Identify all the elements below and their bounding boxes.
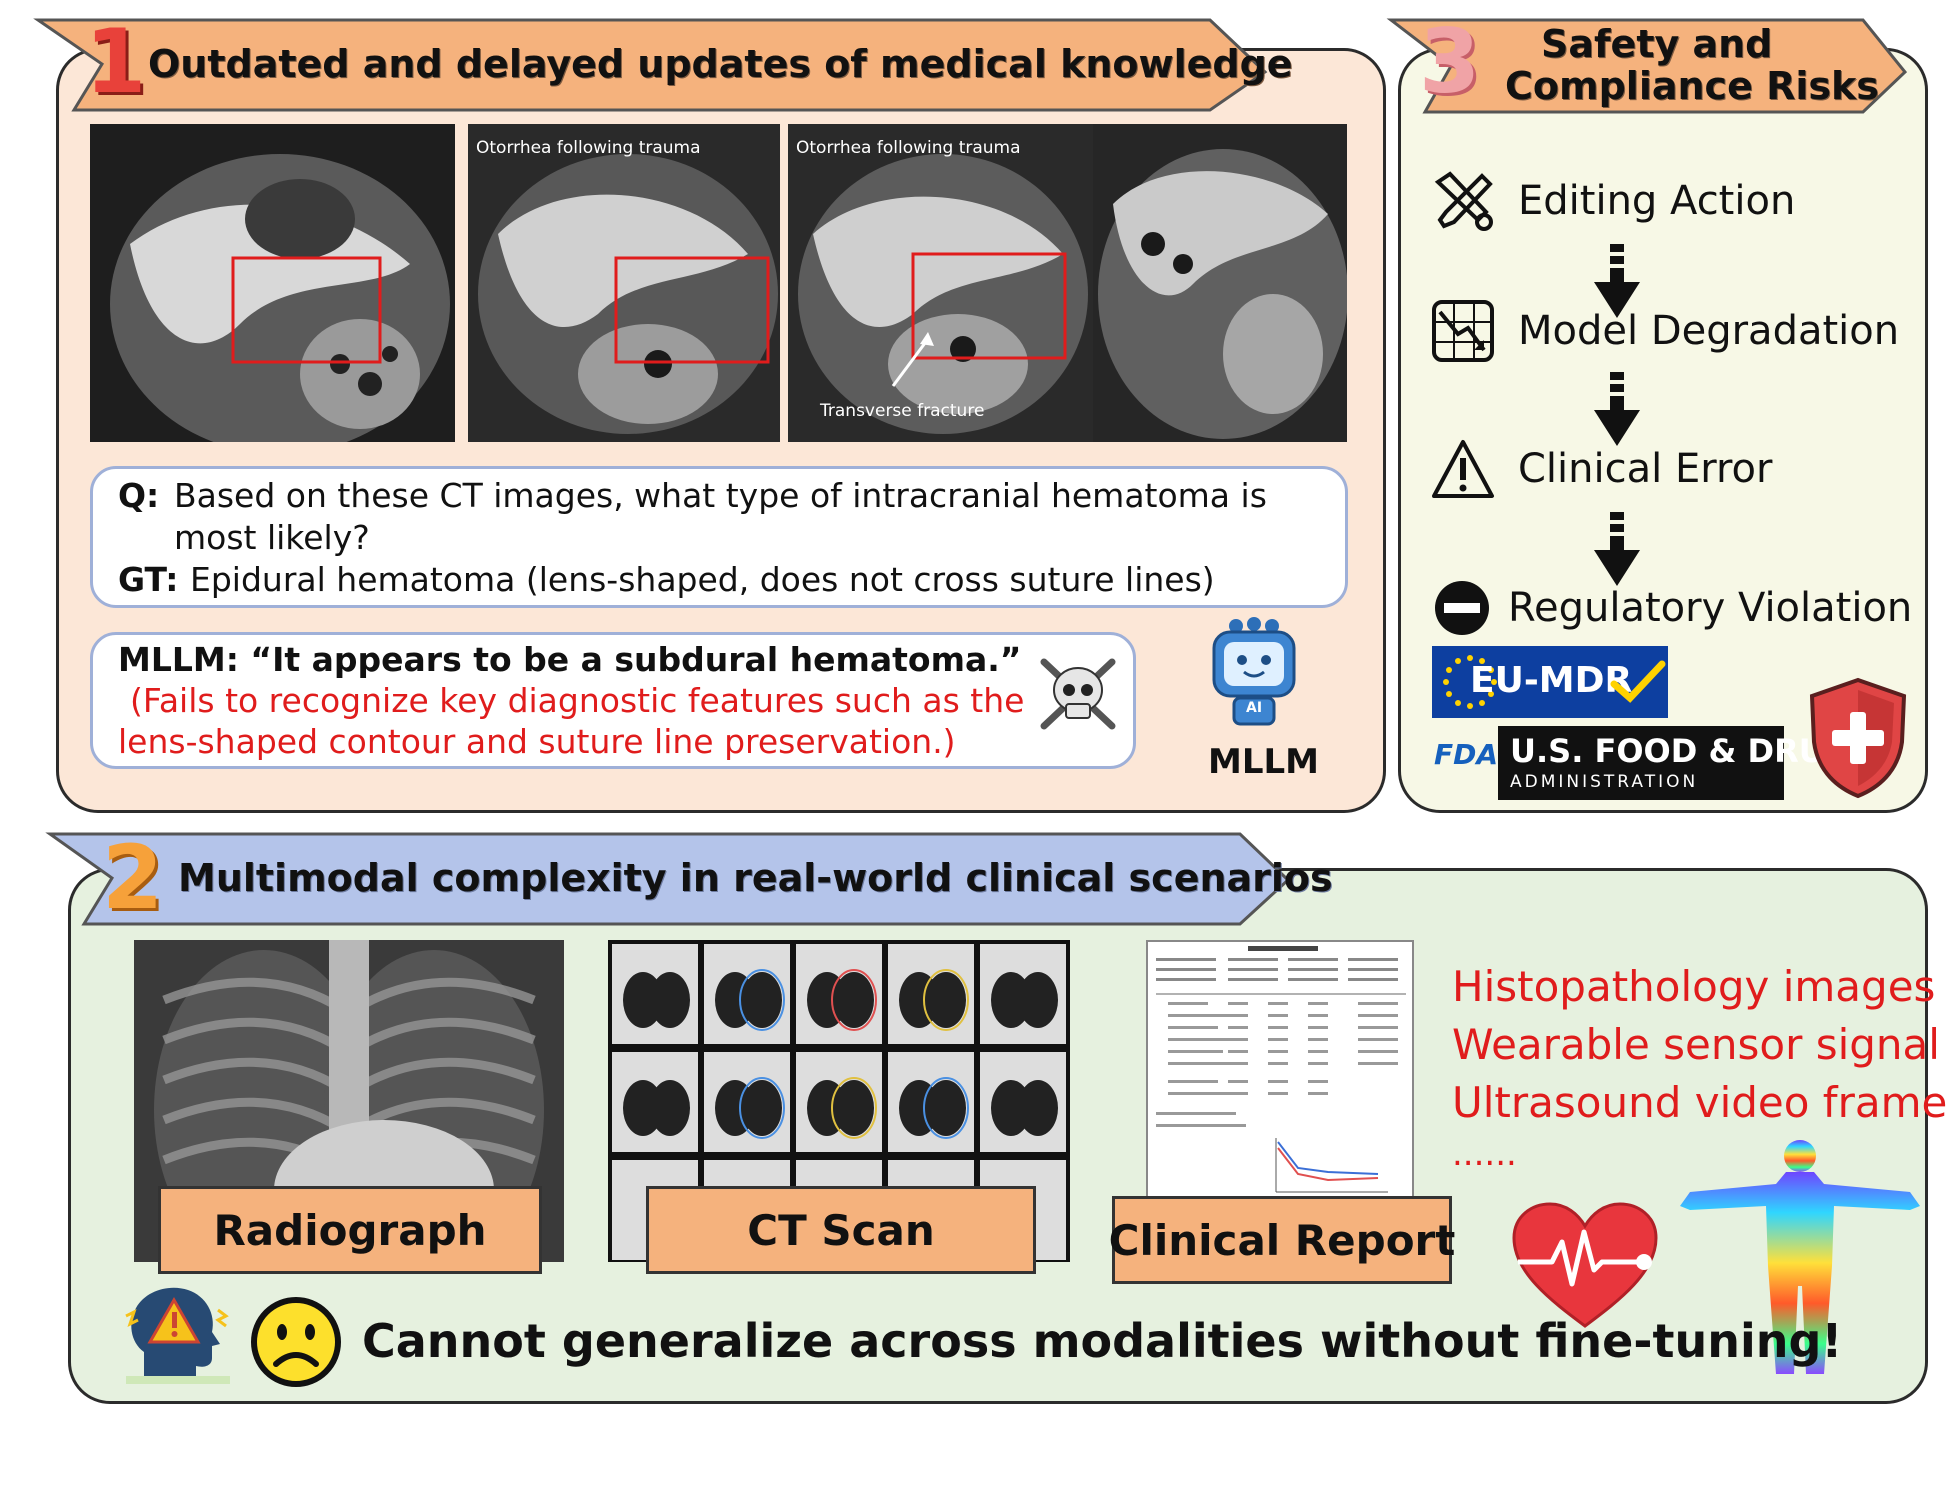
section3-banner: 3 Safety and Compliance Risks [1385,10,1910,118]
gt-text: Epidural hematoma (lens-shaped, does not… [190,560,1215,599]
eu-stars-icon [1443,655,1497,709]
flow-label-regulatory-violation: Regulatory Violation [1508,585,1913,631]
ct-image-4 [1093,124,1347,442]
ct-image-2-drawing [468,124,780,442]
mllm-answer: MLLM: “It appears to be a subdural hemat… [118,640,1022,679]
flow-regulatory-violation: Regulatory Violation [1432,578,1912,638]
no-entry-icon [1435,581,1489,635]
question-line-1: Based on these CT images, what type of i… [174,476,1267,515]
question-label: Q: [118,476,160,515]
robot-icon: AI [1206,616,1302,746]
section3-title-line-1: Safety and [1541,22,1773,66]
flow-label-model-degradation: Model Degradation [1518,308,1900,354]
checkmark-icon [1610,660,1666,703]
degradation-chart-icon [1432,300,1494,362]
flow-clinical-error: Clinical Error [1430,438,1772,500]
section1-title: Outdated and delayed updates of medical … [148,42,1293,86]
tag-clinical-report: Clinical Report [1109,1196,1455,1284]
mllm-answer-box [90,632,1136,769]
section2-number: 2 [102,826,164,929]
modality-ellipsis: ...... [1452,1134,1517,1174]
skull-icon [1036,652,1120,740]
ct-caption-2: Otorrhea following trauma [796,138,1021,158]
ct-image-2: Otorrhea following trauma [468,124,780,442]
section3-number: 3 [1419,10,1481,113]
fda-logo: FDA U.S. FOOD & DRUG ADMINISTRATION [1432,726,1851,800]
fda-name-block [1498,726,1784,800]
section1-number: 1 [85,10,147,113]
question-box [90,466,1348,608]
ct-arrow-caption: Transverse fracture [820,401,985,421]
ct-image-1-drawing [90,124,455,442]
flow-label-editing-action: Editing Action [1518,178,1796,224]
question-line-2: most likely? [174,518,370,557]
robot-label: MLLM [1208,742,1319,782]
tag-ct-scan: CT Scan [646,1186,1036,1274]
section2-title: Multimodal complexity in real-world clin… [178,856,1333,900]
ct-image-1 [90,124,455,442]
tools-icon [1434,171,1493,231]
ct-image-3: Otorrhea following trauma Transverse fra… [788,124,1093,442]
head-warning-icon [125,1287,230,1384]
eu-mdr-logo: EU-MDR [1432,646,1668,718]
clinical-report-document [1146,940,1414,1202]
down-arrow-1 [1594,244,1640,318]
fda-line-2: ADMINISTRATION [1510,772,1699,792]
down-arrow-3 [1594,512,1640,586]
section2-banner: 2 Multimodal complexity in real-world cl… [44,826,1333,930]
medical-shield-icon [1809,677,1907,799]
fda-mark: FDA [1434,738,1499,771]
sad-face-icon [251,1297,341,1387]
tag-radiograph: Radiograph [158,1186,542,1274]
flow-label-clinical-error: Clinical Error [1518,446,1773,492]
clinical-report-drawing [1156,946,1406,1193]
modality-histopathology: Histopathology images [1452,962,1936,1011]
fail-line-2: lens-shaped contour and suture line pres… [118,722,956,761]
flow-editing-action: Editing Action [1430,168,1795,234]
warning-triangle-icon [1432,440,1494,498]
section3-banner-shape [1386,18,1908,114]
section1-banner-shape [33,18,1268,112]
section3-title-line-2: Compliance Risks [1505,64,1879,108]
ct-image-4-drawing [1093,124,1347,442]
modality-ultrasound: Ultrasound video frame [1452,1078,1948,1127]
fail-line-1: (Fails to recognize key diagnostic featu… [130,681,1025,720]
thermal-body-icon [1680,1140,1920,1374]
robot-badge: AI [1246,700,1263,716]
modality-wearable-sensor: Wearable sensor signal [1452,1020,1940,1069]
heart-ecg-icon [1512,1202,1658,1328]
section2-banner-shape [45,832,1291,926]
gt-label: GT: [118,560,179,599]
ct-caption-1: Otorrhea following trauma [476,138,701,158]
fda-line-1: U.S. FOOD & DRUG [1510,732,1851,770]
section1-banner: 1 Outdated and delayed updates of medica… [30,10,1293,114]
down-arrow-2 [1594,372,1640,446]
ct-image-3-drawing [788,124,1093,442]
eu-mdr-text: EU-MDR [1470,660,1633,701]
flow-model-degradation: Model Degradation [1430,298,1899,364]
conclusion-text: Cannot generalize across modalities with… [362,1314,1843,1368]
